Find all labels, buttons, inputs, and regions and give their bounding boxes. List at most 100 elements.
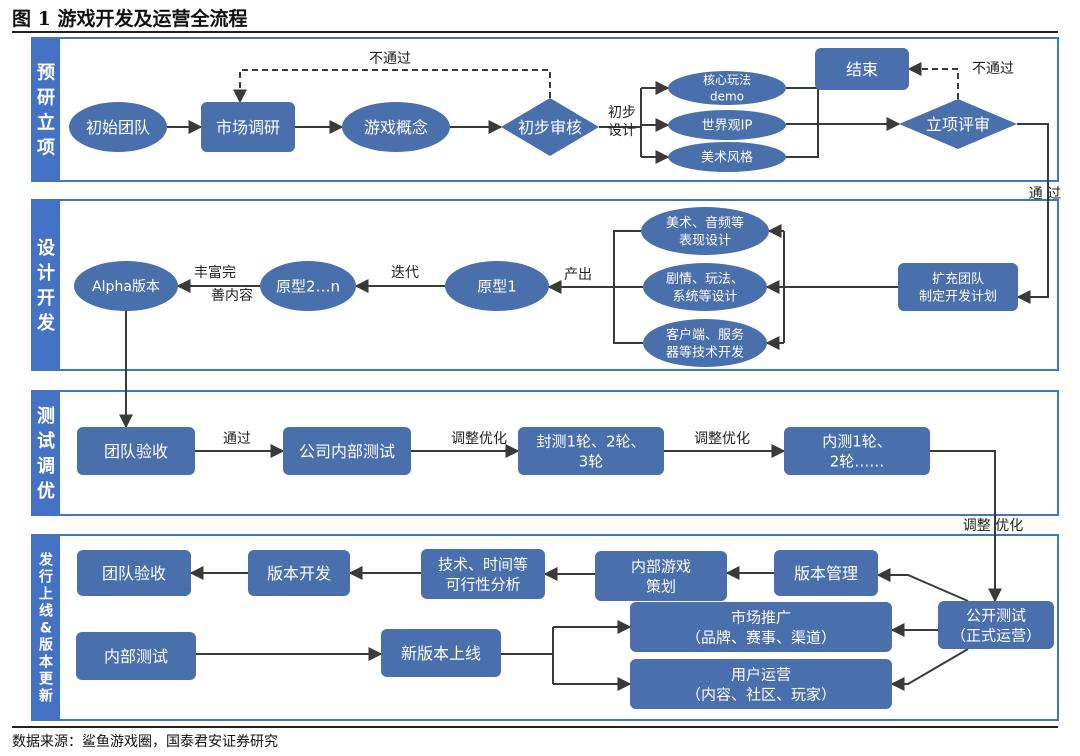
node-shape-core-gameplay-demo xyxy=(668,71,786,105)
edge-label-preliminary-design: 设计 xyxy=(608,123,636,139)
edge-label-preliminary-design: 初步 xyxy=(608,104,636,121)
node-label-closed-beta: 3轮 xyxy=(579,453,604,471)
node-label-client-server-dev: 器等技术开发 xyxy=(666,344,744,360)
node-label-user-operations: 用户运营 xyxy=(731,665,791,683)
edge-label-adjust-3: 调整 优化 xyxy=(963,518,1023,534)
node-shape-internal-test-update xyxy=(76,632,196,680)
node-label-art-style: 美术风格 xyxy=(701,150,753,166)
node-project-review: 立项评审 xyxy=(899,99,1017,149)
node-label-internal-beta: 内测1轮、 xyxy=(822,432,892,450)
node-label-story-system-design: 系统等设计 xyxy=(672,288,737,304)
connector-project-review-passed-to-expand-team xyxy=(1016,123,1049,304)
connector-design-merge-bracket xyxy=(786,87,819,158)
node-shape-prototype-2n xyxy=(260,261,356,311)
node-prototype-1: 原型1 xyxy=(445,261,549,311)
node-internal-beta: 内测1轮、 2轮…… xyxy=(784,427,930,475)
node-core-gameplay-demo: 核心玩法 demo xyxy=(668,71,786,105)
edge-label-iterate: 迭代 xyxy=(391,265,419,281)
node-label-core-gameplay-demo: demo xyxy=(710,89,744,103)
node-team-acceptance-test: 团队验收 xyxy=(77,427,195,475)
node-label-end: 结束 xyxy=(846,60,878,79)
node-shape-team-acceptance-release xyxy=(77,550,191,596)
node-new-version-launch: 新版本上线 xyxy=(381,629,501,677)
node-label-core-gameplay-demo: 核心玩法 xyxy=(703,73,751,87)
node-label-prototype-1: 原型1 xyxy=(477,277,517,295)
stage-label-s4: 发行上线&版本更新 xyxy=(38,552,54,705)
node-label-expand-team: 制定开发计划 xyxy=(919,288,997,304)
node-label-worldview-ip: 世界观IP xyxy=(702,119,753,134)
node-initial-team: 初始团队 xyxy=(69,102,167,152)
node-version-management: 版本管理 xyxy=(774,550,878,596)
node-end: 结束 xyxy=(815,48,909,90)
node-shape-version-management xyxy=(774,550,878,596)
node-label-internal-beta: 2轮…… xyxy=(830,453,885,471)
node-market-research: 市场调研 xyxy=(201,102,295,152)
node-label-initial-team: 初始团队 xyxy=(86,118,150,137)
node-shape-public-test xyxy=(938,601,1054,649)
node-shape-prototype-1 xyxy=(445,261,549,311)
stage-label-bar-s2 xyxy=(32,200,60,370)
node-shape-internal-game-planning xyxy=(595,551,727,601)
node-shape-user-operations xyxy=(630,659,892,709)
node-shape-team-acceptance-test xyxy=(77,427,195,475)
node-shape-closed-beta xyxy=(518,427,664,475)
node-preliminary-review: 初步审核 xyxy=(501,98,599,156)
node-label-project-review: 立项评审 xyxy=(926,115,990,134)
stage-label-s2: 设计开发 xyxy=(36,238,56,334)
node-shape-project-review xyxy=(899,99,1017,149)
node-label-art-audio-design: 美术、音频等 xyxy=(666,215,744,231)
edge-label-passed-1: 通 过 xyxy=(1029,186,1061,202)
node-label-market-research: 市场调研 xyxy=(216,118,280,137)
node-label-feasibility-analysis: 可行性分析 xyxy=(445,576,520,594)
stage-label-bar-s1 xyxy=(32,38,60,181)
node-shape-client-server-dev xyxy=(643,319,767,367)
node-label-game-concept: 游戏概念 xyxy=(364,118,428,137)
edge-label-enrich: 丰富完 xyxy=(194,264,236,281)
node-marketing: 市场推广（品牌、赛事、渠道） xyxy=(630,602,892,652)
node-alpha-version: Alpha版本 xyxy=(74,261,178,311)
node-closed-beta: 封测1轮、2轮、3轮 xyxy=(518,427,664,475)
connector-review-not-passed-to-market-research xyxy=(233,69,551,104)
node-shape-story-system-design xyxy=(643,263,767,311)
node-user-operations: 用户运营（内容、社区、玩家） xyxy=(630,659,892,709)
edge-label-adjust-2: 调整优化 xyxy=(694,431,750,447)
node-shape-preliminary-review xyxy=(501,98,599,156)
node-label-team-acceptance-test: 团队验收 xyxy=(104,442,168,461)
node-company-internal-test: 公司内部测试 xyxy=(283,427,411,475)
node-shape-company-internal-test xyxy=(283,427,411,475)
connector-internal-beta-to-public-test xyxy=(930,450,1002,603)
figure-source: 数据来源：鲨鱼游戏圈，国泰君安证券研究 xyxy=(12,734,278,750)
node-story-system-design: 剧情、玩法、系统等设计 xyxy=(643,263,767,311)
node-label-version-management: 版本管理 xyxy=(794,564,858,583)
edge-label-passed-2: 通过 xyxy=(223,431,251,447)
node-shape-market-research xyxy=(201,102,295,152)
node-label-prototype-2n: 原型2…n xyxy=(276,277,340,295)
stage-label-bar-s4 xyxy=(32,535,60,720)
node-shape-new-version-launch xyxy=(381,629,501,677)
stage-label-s1: 预研立项 xyxy=(37,62,55,158)
edge-label-enrich: 善内容 xyxy=(211,287,253,304)
node-label-internal-game-planning: 策划 xyxy=(646,578,676,596)
title-rule xyxy=(12,31,1058,33)
edge-label-output: 产出 xyxy=(564,267,592,283)
node-shape-marketing xyxy=(630,602,892,652)
node-label-company-internal-test: 公司内部测试 xyxy=(299,442,395,461)
edge-label-not-passed-1: 不通过 xyxy=(369,51,411,67)
node-label-art-audio-design: 表现设计 xyxy=(679,233,731,248)
edge-label-not-passed-2: 不通过 xyxy=(972,61,1014,77)
node-game-concept: 游戏概念 xyxy=(342,102,450,152)
node-label-feasibility-analysis: 技术、时间等 xyxy=(438,555,528,573)
node-label-story-system-design: 剧情、玩法、 xyxy=(666,272,744,287)
node-shape-art-audio-design xyxy=(641,207,769,255)
node-worldview-ip: 世界观IP xyxy=(668,110,786,140)
node-shape-expand-team xyxy=(898,263,1018,311)
node-label-alpha-version: Alpha版本 xyxy=(92,279,160,295)
node-shape-art-style xyxy=(668,142,786,172)
node-prototype-2n: 原型2…n xyxy=(260,261,356,311)
